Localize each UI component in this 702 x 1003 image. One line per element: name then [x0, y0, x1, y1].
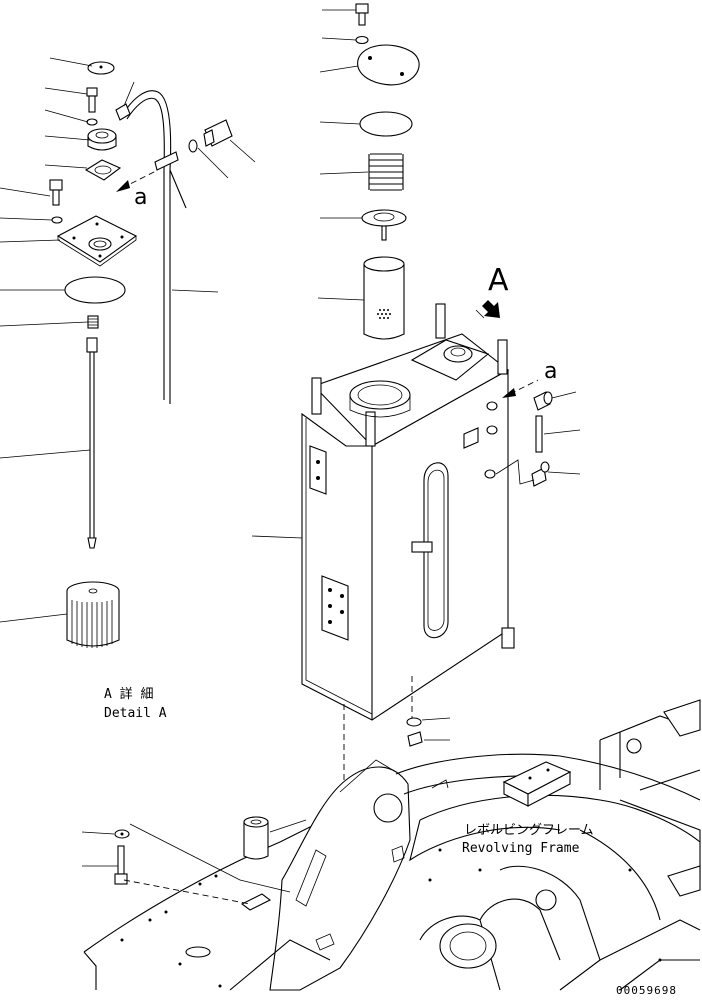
revolving-frame-caption-en: Revolving Frame — [462, 841, 580, 856]
detail-a-caption-en: Detail A — [104, 706, 167, 721]
detail-a-caption: A 詳 細 Detail A — [104, 686, 167, 721]
frame-mounting-block — [502, 761, 572, 807]
plug-fitting — [531, 461, 550, 487]
elbow-fitting — [533, 391, 553, 411]
sight-tube — [535, 415, 543, 453]
drain-plug-parts — [343, 676, 451, 940]
filter-stack-leader-lines — [317, 9, 369, 301]
return-filter-element — [363, 256, 405, 340]
breather-hose-and-dipstick — [115, 81, 256, 404]
flange-plate — [84, 159, 122, 181]
gasket — [64, 276, 126, 304]
view-arrow-a: A — [475, 263, 509, 319]
breather-body — [87, 128, 117, 151]
hydraulic-tank — [301, 303, 515, 721]
frame-spacer — [243, 816, 269, 860]
spacer-leader-line — [269, 819, 307, 833]
detail-a-leader-lines — [0, 57, 93, 623]
filter-gasket — [359, 111, 413, 137]
breather-cap-top — [87, 61, 115, 75]
detail-a-caption-jp: A 詳 細 — [104, 686, 153, 702]
filter-stack — [355, 3, 420, 340]
tank-mounting-plate — [321, 575, 349, 641]
detail-marker-tank: a — [502, 359, 557, 398]
hose-clamp-bolt — [188, 119, 233, 153]
small-bolt — [86, 87, 98, 113]
revolving-frame-caption-jp: レボルビングフレーム — [464, 823, 594, 838]
washer — [86, 118, 98, 126]
detail-marker-top-label: a — [134, 185, 147, 210]
drawing-number: 00059698 — [616, 984, 677, 997]
filter-rod — [86, 337, 98, 549]
detail-marker-top: a — [116, 169, 159, 210]
revolving-frame — [83, 699, 701, 991]
frame-bolt-and-washer — [81, 823, 291, 905]
suction-strainer — [66, 581, 120, 648]
filter-spring — [368, 153, 404, 191]
small-spring — [87, 315, 99, 329]
detail-marker-tank-label: a — [544, 359, 557, 384]
filter-cover — [357, 44, 420, 86]
cover-plate — [56, 215, 138, 267]
washer — [355, 35, 369, 45]
tank-side-fittings — [495, 391, 581, 487]
tank-bracket — [309, 445, 327, 495]
washer — [51, 216, 63, 224]
view-arrow-label: A — [488, 263, 509, 298]
cover-bolt — [49, 179, 63, 206]
revolving-frame-caption: レボルビングフレーム Revolving Frame — [462, 823, 594, 856]
filter-valve — [361, 209, 407, 241]
cover-bolt — [355, 3, 369, 26]
detail-a-assembly — [49, 61, 138, 648]
tank-leader-line — [251, 535, 303, 539]
